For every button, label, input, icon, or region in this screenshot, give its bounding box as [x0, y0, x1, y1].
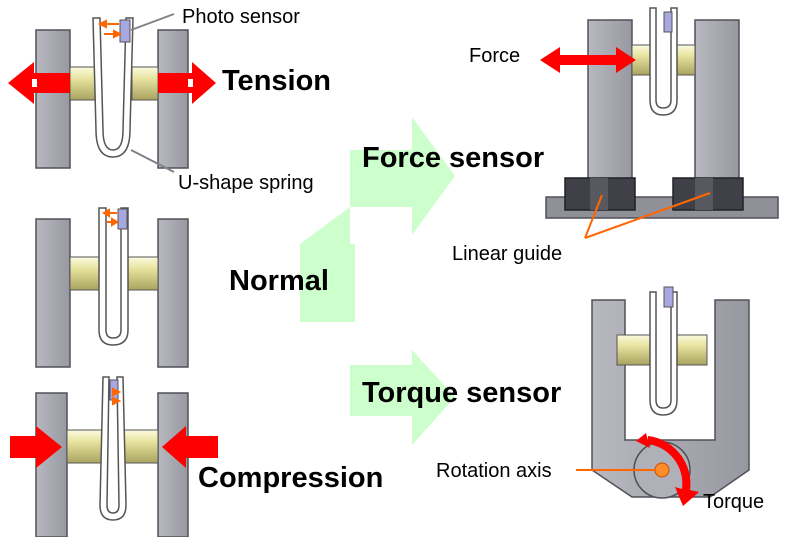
u-shape-spring-label: U-shape spring	[178, 172, 314, 194]
small-arrows	[102, 208, 119, 227]
u-spring	[99, 376, 127, 521]
photo-sensor-leader	[130, 13, 175, 31]
cylinder-left	[616, 334, 651, 366]
u-spring	[649, 291, 678, 416]
torque-sensor-label: Torque sensor	[362, 377, 561, 409]
tension-arrow-right-notch	[188, 79, 193, 87]
force-sensor-panel: Force Linear guide Force sensor	[362, 7, 779, 265]
u-spring-leader	[130, 149, 175, 173]
tension-panel: Photo sensor Tension U-shape spring	[8, 6, 331, 194]
rotation-axis-label: Rotation axis	[436, 460, 552, 482]
cylinder-right	[676, 44, 696, 76]
tension-label: Tension	[222, 65, 331, 97]
photo-sensor	[663, 11, 673, 33]
u-spring	[649, 7, 678, 116]
tension-arrow-left	[8, 62, 70, 104]
compression-arrow-right	[162, 426, 218, 468]
frame-right	[157, 218, 189, 368]
small-arrows	[97, 19, 123, 39]
rotation-axis-dot	[654, 462, 670, 478]
small-arrows	[112, 387, 122, 406]
cylinder-left	[66, 429, 106, 464]
normal-label: Normal	[229, 265, 329, 297]
torque-arrow-tail	[636, 433, 650, 448]
linear-guide-leader-left	[584, 194, 603, 239]
photo-sensor	[663, 286, 674, 308]
force-arrow	[540, 47, 636, 73]
flow-arrows	[300, 117, 455, 445]
photo-sensor	[117, 208, 128, 230]
cylinder-right	[127, 256, 159, 291]
compression-panel: Compression	[10, 376, 383, 537]
force-sensor-label: Force sensor	[362, 142, 544, 174]
compression-arrow-left	[10, 426, 62, 468]
cylinder-right	[676, 334, 708, 366]
linear-guide-block-right-core	[695, 178, 713, 210]
linear-guide-block-left-core	[590, 178, 608, 210]
frame-left	[35, 29, 71, 169]
cylinder-left	[69, 256, 101, 291]
photo-sensor-label: Photo sensor	[182, 6, 300, 28]
flow-arrow-to-force	[300, 117, 455, 244]
post-right	[694, 19, 740, 184]
normal-panel: Normal	[35, 207, 329, 368]
torque-arrow	[648, 436, 699, 506]
linear-guide-label: Linear guide	[452, 243, 562, 265]
photo-sensor	[119, 19, 131, 43]
post-left	[587, 19, 633, 184]
compression-label: Compression	[198, 462, 383, 494]
frame-right	[157, 29, 189, 169]
frame-left	[35, 218, 71, 368]
cylinder-right	[131, 66, 159, 101]
frame-left	[35, 392, 68, 537]
tension-arrow-right	[158, 62, 216, 104]
torque-label: Torque	[703, 491, 764, 513]
torque-frame	[591, 299, 750, 498]
linear-guide-leader-right	[584, 192, 711, 239]
torque-sensor-panel: Rotation axis Torque Torque sensor	[362, 286, 764, 513]
cylinder-right	[120, 429, 159, 464]
tension-arrow-left-notch	[32, 79, 37, 87]
cylinder-left	[69, 66, 97, 101]
force-label: Force	[469, 45, 520, 67]
flow-arrow-trunk	[300, 244, 355, 322]
